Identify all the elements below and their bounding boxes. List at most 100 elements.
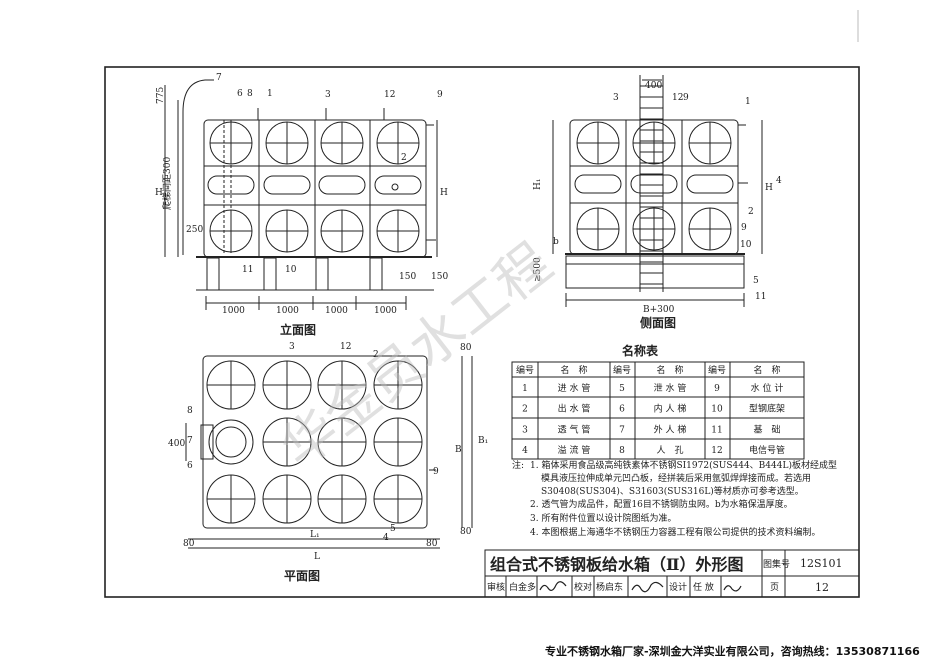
side-dim-b: b	[553, 237, 559, 247]
plan-tag-8: 8	[187, 406, 193, 416]
legend-cell-2-2: 出 水 管	[558, 403, 591, 415]
legend-cell-1-6: 水 位 计	[751, 382, 784, 394]
front-tag-3: 3	[325, 90, 331, 100]
plan-panel-2-3	[262, 474, 312, 524]
legend-cell-1-5: 9	[714, 384, 720, 394]
legend-cell-4-1: 4	[522, 446, 528, 456]
plan-dim-400: 400	[168, 439, 185, 449]
plan-tag-6: 6	[187, 461, 193, 471]
designer-name: 任 放	[693, 581, 714, 593]
front-panel-mid-3	[318, 175, 366, 195]
side-panel-mid-1	[574, 174, 622, 194]
plan-dim-80-c: 80	[460, 343, 472, 353]
page-label: 页	[770, 582, 779, 593]
front-panel-top-2	[265, 121, 309, 165]
legend-cell-1-1: 1	[522, 384, 528, 394]
plan-dim-80-d: 80	[460, 527, 472, 537]
plan-panel-4-2	[373, 417, 423, 467]
plan-view	[185, 355, 473, 549]
side-tag-4: 4	[776, 176, 782, 186]
side-tag-5: 5	[753, 276, 759, 286]
front-panel-bot-3	[320, 209, 364, 253]
side-panel-bot-3	[688, 207, 732, 251]
sheet-frame	[104, 66, 860, 598]
front-labels: 775 爬梯间距300 H H 250 1000 1000 1000 1000 …	[155, 73, 448, 337]
legend-cell-4-6: 电信号管	[749, 444, 785, 456]
side-view-title: 侧面图	[640, 315, 676, 330]
plan-panel-4-1	[373, 360, 423, 410]
front-dim-775: 775	[156, 87, 166, 104]
front-tag-9: 9	[437, 90, 443, 100]
front-tag-7: 7	[216, 73, 222, 83]
side-panel-top-1	[576, 121, 620, 165]
side-dim-h: H	[765, 183, 773, 193]
legend-title: 名称表	[622, 343, 659, 358]
front-panel-top-3	[320, 121, 364, 165]
front-dim-h-left: H	[155, 188, 163, 198]
plan-tag-9: 9	[433, 467, 439, 477]
plan-dim-80-a: 80	[183, 539, 195, 549]
front-dim-span-1: 1000	[222, 306, 245, 316]
front-dim-span-2: 1000	[276, 306, 299, 316]
note-line-3: S30408(SUS304)、S31603(SUS316L)等材质亦可参考选型。	[541, 485, 804, 497]
side-tag-9: 9	[683, 93, 689, 103]
plan-dim-l: L	[314, 552, 320, 562]
legend-cell-3-5: 11	[711, 425, 722, 435]
front-tag-6: 6	[237, 89, 243, 99]
atlas-number: 12S101	[800, 557, 843, 570]
plan-tag-2: 2	[373, 350, 379, 360]
side-panel-top-2	[632, 121, 676, 165]
front-view	[164, 79, 438, 310]
front-panel-mid-2	[263, 175, 311, 195]
legend-header-6: 名 称	[753, 364, 780, 376]
front-dim-span-3: 1000	[325, 306, 348, 316]
note-line-2: 模具液压拉伸成单元凹凸板，经拼装后采用氩弧焊焊接而成。若选用	[541, 472, 811, 484]
notes-block: 注: 1. 箱体采用食品级高纯铁素体不锈钢SI1972(SUS444、B444L…	[512, 459, 837, 538]
front-panel-bot-2	[265, 209, 309, 253]
side-tag-3: 3	[613, 93, 619, 103]
plan-panel-2-1	[262, 360, 312, 410]
reviewer-name: 白金多	[509, 581, 536, 593]
front-tag-10: 10	[285, 265, 297, 275]
plan-panel-2-2	[262, 417, 312, 467]
front-tag-11: 11	[242, 265, 253, 275]
legend-cell-1-3: 5	[619, 384, 625, 394]
front-tag-8: 8	[247, 89, 253, 99]
plan-dim-l1: L₁	[310, 530, 320, 540]
side-dim-500: ≥500	[533, 257, 543, 282]
plan-tag-4: 4	[383, 533, 389, 543]
side-panel-top-3	[688, 121, 732, 165]
legend-cell-2-3: 6	[619, 405, 625, 415]
legend-cell-3-1: 3	[522, 425, 528, 435]
legend-cell-3-3: 7	[619, 425, 625, 435]
note-line-4: 2. 透气管为成品件，配置16目不锈钢防虫网。b为水箱保温厚度。	[530, 498, 793, 510]
review-label: 审核	[487, 581, 505, 593]
front-panel-bot-4	[376, 209, 420, 253]
legend-cell-1-4: 泄 水 管	[654, 382, 687, 394]
plan-tag-7: 7	[187, 436, 193, 446]
legend-header-4: 名 称	[656, 364, 683, 376]
page-number: 12	[815, 581, 829, 594]
side-panel-mid-3	[686, 174, 734, 194]
plan-tag-5: 5	[390, 524, 396, 534]
note-line-5: 3. 所有附件位置以设计院图纸为准。	[530, 512, 676, 524]
plan-panel-1-3	[206, 474, 256, 524]
front-view-title: 立面图	[280, 322, 316, 337]
legend-cell-4-3: 8	[619, 446, 625, 456]
side-dim-h1: H₁	[533, 179, 543, 190]
front-tag-1: 1	[267, 89, 273, 99]
plan-panel-1-1	[206, 360, 256, 410]
plan-tag-12: 12	[340, 342, 351, 352]
front-dim-h-right: H	[440, 188, 448, 198]
plan-panel-3-2	[317, 417, 367, 467]
atlas-label: 图集号	[763, 558, 790, 570]
legend-cell-2-6: 型钢底架	[749, 403, 785, 415]
check-label: 校对	[574, 581, 592, 593]
plan-dim-b1: B₁	[478, 436, 488, 446]
front-panel-mid-4	[374, 175, 422, 195]
legend-cell-2-1: 2	[522, 405, 528, 415]
plan-panel-4-3	[373, 474, 423, 524]
legend-header-1: 编号	[516, 364, 534, 376]
